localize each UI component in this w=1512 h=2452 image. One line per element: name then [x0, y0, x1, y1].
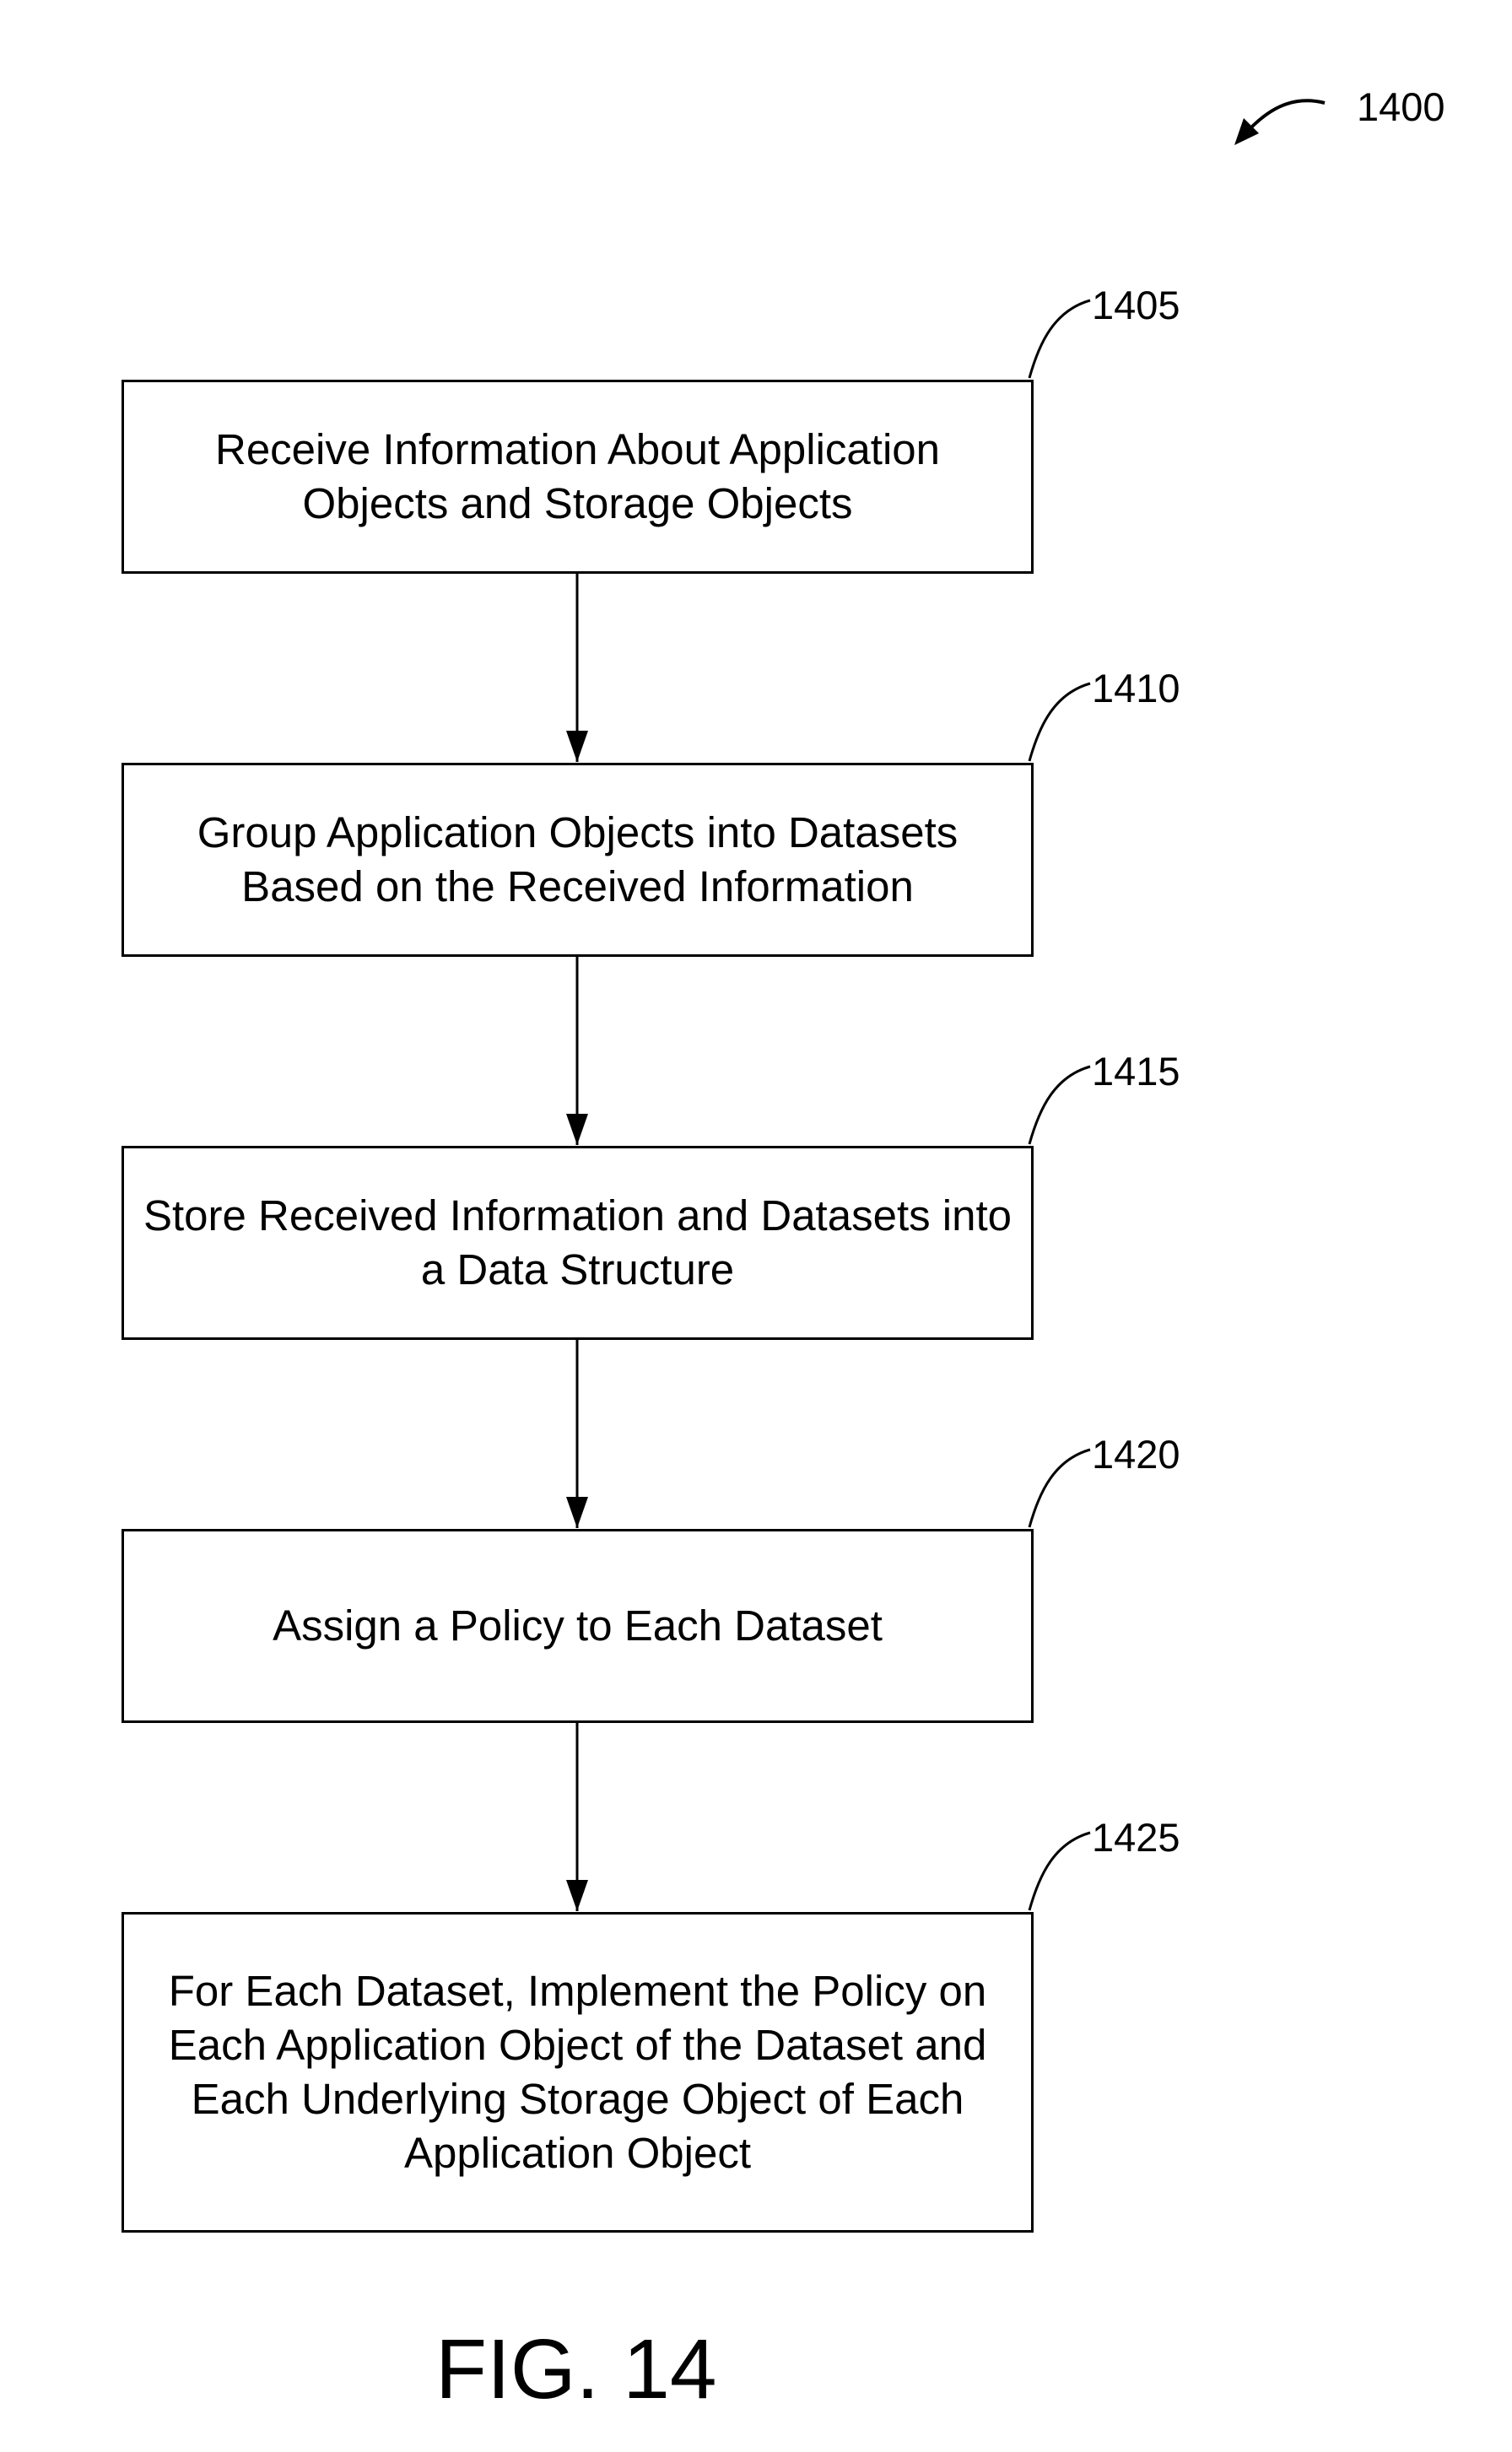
step-text-1415: Store Received Information and Datasets …: [141, 1189, 1014, 1297]
flow-arrowhead-1420: [566, 1497, 588, 1528]
step-text-1405: Receive Information About Application Ob…: [181, 423, 975, 531]
step-box-1405: Receive Information About Application Ob…: [122, 380, 1034, 574]
step-ref-1410: 1410: [1092, 668, 1180, 708]
leader-line-1420: [1029, 1450, 1090, 1527]
flow-arrowhead-1410: [566, 731, 588, 762]
step-text-1425: For Each Dataset, Implement the Policy o…: [141, 1964, 1014, 2180]
flow-arrowhead-1425: [566, 1880, 588, 1911]
leader-line-1405: [1029, 300, 1090, 378]
step-box-1415: Store Received Information and Datasets …: [122, 1146, 1034, 1340]
step-ref-1415: 1415: [1092, 1051, 1180, 1091]
flow-arrowhead-1415: [566, 1114, 588, 1145]
figure-ref-number: 1400: [1357, 87, 1445, 127]
leader-line-1410: [1029, 683, 1090, 761]
step-box-1425: For Each Dataset, Implement the Policy o…: [122, 1912, 1034, 2233]
leader-line-1425: [1029, 1833, 1090, 1910]
step-ref-1405: 1405: [1092, 285, 1180, 325]
leader-line-1415: [1029, 1067, 1090, 1144]
figure-caption: FIG. 14: [435, 2327, 716, 2411]
step-ref-1420: 1420: [1092, 1434, 1180, 1474]
step-text-1410: Group Application Objects into Datasets …: [160, 806, 996, 914]
step-box-1410: Group Application Objects into Datasets …: [122, 763, 1034, 957]
step-box-1420: Assign a Policy to Each Dataset: [122, 1529, 1034, 1723]
step-text-1420: Assign a Policy to Each Dataset: [273, 1599, 883, 1653]
step-ref-1425: 1425: [1092, 1817, 1180, 1857]
